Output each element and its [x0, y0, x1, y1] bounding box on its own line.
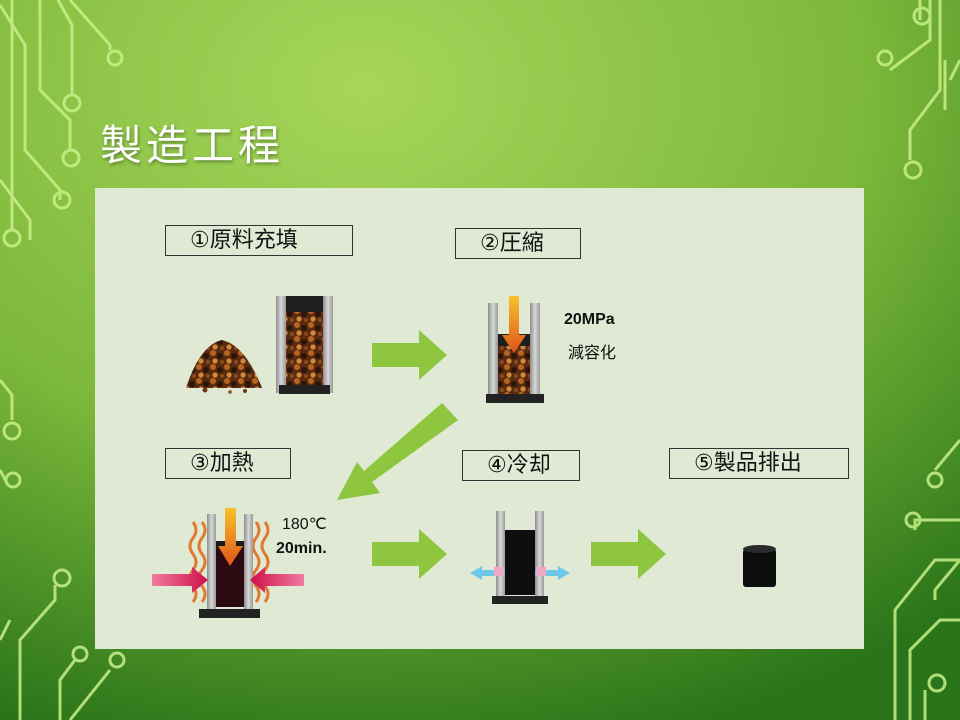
step-1-label: ①原料充填 — [165, 225, 353, 256]
step-4-label: ④冷却 — [462, 450, 580, 481]
time-condition: 20min. — [276, 540, 327, 557]
heat-wave-right — [251, 521, 261, 603]
heat-arrow-right — [250, 567, 304, 593]
cooling-arrow-right — [535, 566, 570, 580]
step-5-label: ⑤製品排出 — [669, 448, 849, 479]
heat-arrow-left — [152, 567, 208, 593]
cooling-mold — [470, 511, 570, 604]
heating-mold — [152, 508, 304, 618]
step-2-label: ②圧縮 — [455, 228, 581, 259]
finished-product — [743, 545, 776, 587]
flow-arrow-1-to-2 — [372, 330, 447, 380]
raw-material-pile — [186, 340, 262, 394]
flow-arrow-2-to-3 — [337, 403, 458, 500]
compression-mold — [486, 296, 544, 403]
step-3-label: ③加熱 — [165, 448, 291, 479]
flow-arrow-4-to-5 — [591, 529, 666, 579]
cooling-arrow-left — [470, 566, 505, 580]
temperature-condition: 180℃ — [282, 516, 327, 533]
press-arrow — [502, 296, 526, 353]
pressure-condition: 20MPa — [564, 311, 615, 328]
flow-arrow-3-to-4 — [372, 529, 447, 579]
slide-title: 製造工程 — [100, 121, 285, 170]
volume-reduction-note: 減容化 — [568, 343, 617, 362]
filled-mold — [276, 296, 333, 394]
